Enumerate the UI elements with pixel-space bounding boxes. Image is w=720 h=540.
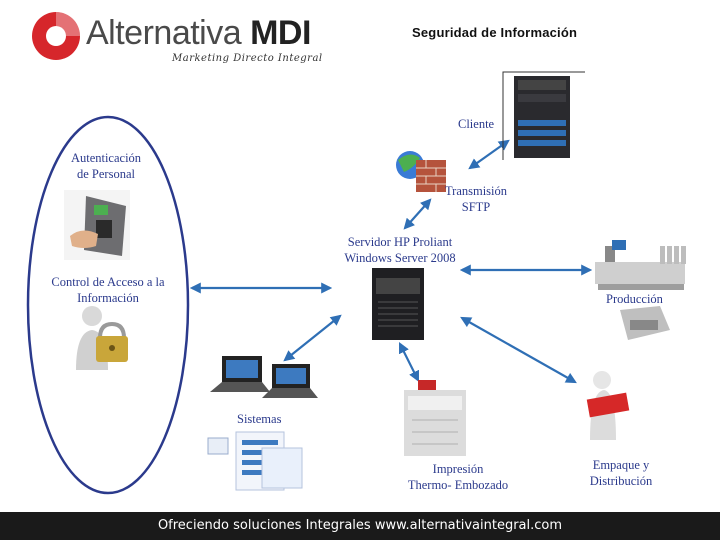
arrow-transmision-servidor [403,198,432,230]
firewall-globe-icon [396,151,446,192]
arrow-cliente-transmision [468,139,510,170]
label-autenticacion-line1: Autenticación [70,151,142,165]
label-impresion: Impresión Thermo- Embozado [396,461,520,493]
label-control-acceso: Control de Acceso a la Información [36,274,180,306]
documents-icon [207,431,303,491]
production-machine-icon [595,240,686,340]
label-impresion-line1: Impresión [432,462,484,476]
arrow-servidor-impresion [399,342,419,382]
lock-person-icon [76,306,128,370]
label-empaque: Empaque y Distribución [578,457,664,489]
label-servidor-line2: Windows Server 2008 [344,251,456,265]
logo: Alternativa MDI Marketing Directo Integr… [30,8,323,68]
label-control-line2: Información [77,291,139,305]
label-transmision-line1: Transmisión [444,184,508,198]
label-transmision: Transmisión SFTP [430,183,522,215]
label-empaque-line1: Empaque y [592,458,650,472]
label-cliente: Cliente [458,117,495,131]
label-empaque-line2: Distribución [589,474,653,488]
thermo-printer-icon [404,380,466,456]
page-title: Seguridad de Información [412,25,578,40]
label-transmision-line2: SFTP [461,200,491,214]
logo-mark-icon [32,12,80,60]
logo-brand-text: Alternativa [86,14,242,52]
footer-bar: Ofreciendo soluciones Integrales www.alt… [0,512,720,540]
packaging-person-icon [586,371,630,440]
server-icon [372,268,424,340]
fingerprint-reader-icon [64,190,130,260]
label-produccion: Producción [606,292,663,306]
laptops-icon [210,356,318,398]
label-autenticacion-line2: de Personal [77,167,135,181]
security-oval [26,115,190,495]
label-control-line1: Control de Acceso a la [51,275,165,289]
cliente-computer-icon [502,71,585,160]
label-servidor: Servidor HP Proliant Windows Server 2008 [330,234,470,266]
arrow-servidor-empaque [460,316,577,384]
label-sistemas: Sistemas [237,412,282,426]
logo-mdi-text: MDI [250,14,311,52]
arrow-servidor-sistemas [283,314,342,362]
logo-tagline: Marketing Directo Integral [172,53,323,64]
label-autenticacion: Autenticación de Personal [52,150,160,182]
label-impresion-line2: Thermo- Embozado [407,478,509,492]
label-servidor-line1: Servidor HP Proliant [347,235,453,249]
